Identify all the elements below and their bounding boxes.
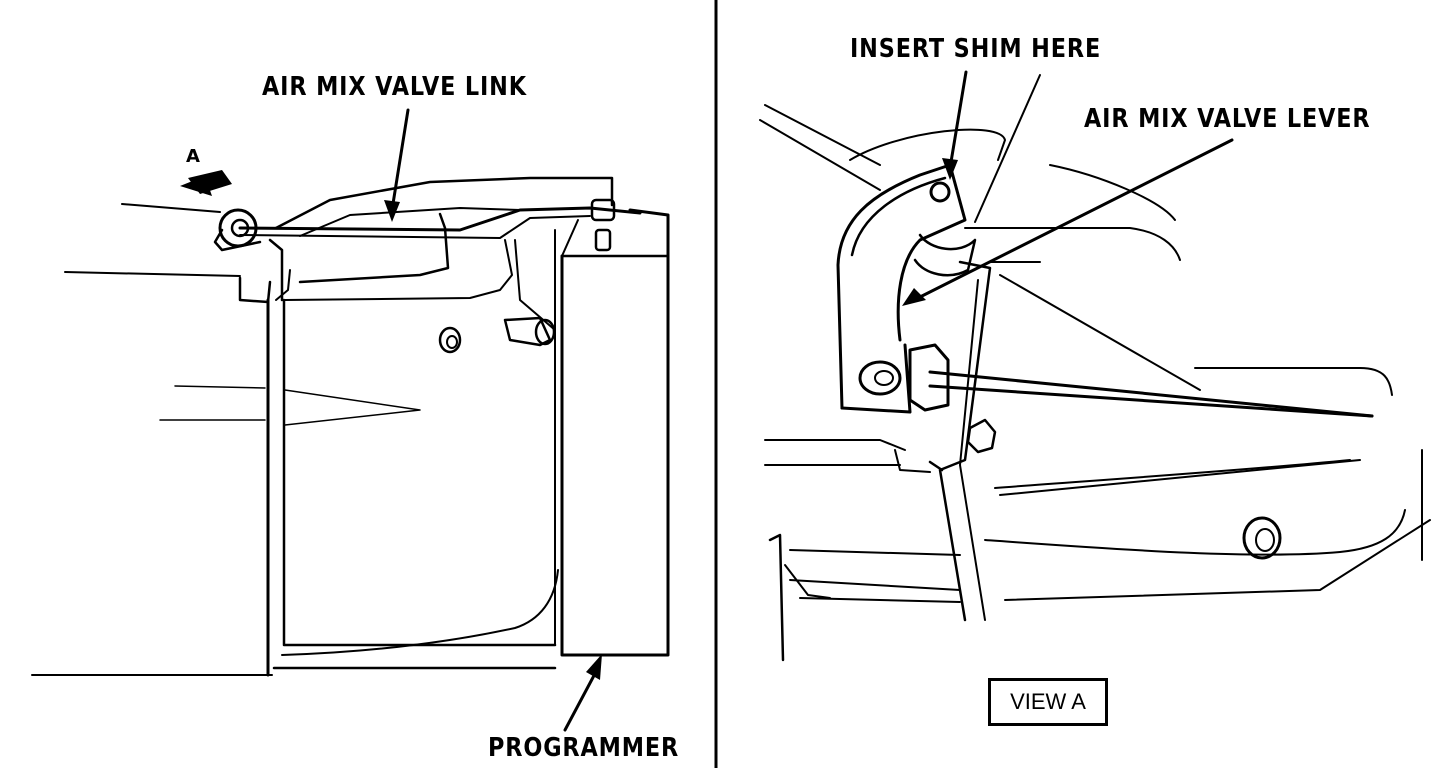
right-panel-drawing xyxy=(759,70,1431,662)
programmer-label: PROGRAMMER xyxy=(488,733,680,763)
view-a-marker-label: A xyxy=(186,146,201,167)
insert-shim-here-label: INSERT SHIM HERE xyxy=(850,34,1102,64)
view-a-caption: VIEW A xyxy=(988,678,1108,726)
left-panel-drawing xyxy=(31,108,670,732)
air-mix-valve-link-label: AIR MIX VALVE LINK xyxy=(262,72,527,102)
air-mix-valve-lever-label: AIR MIX VALVE LEVER xyxy=(1084,104,1371,134)
